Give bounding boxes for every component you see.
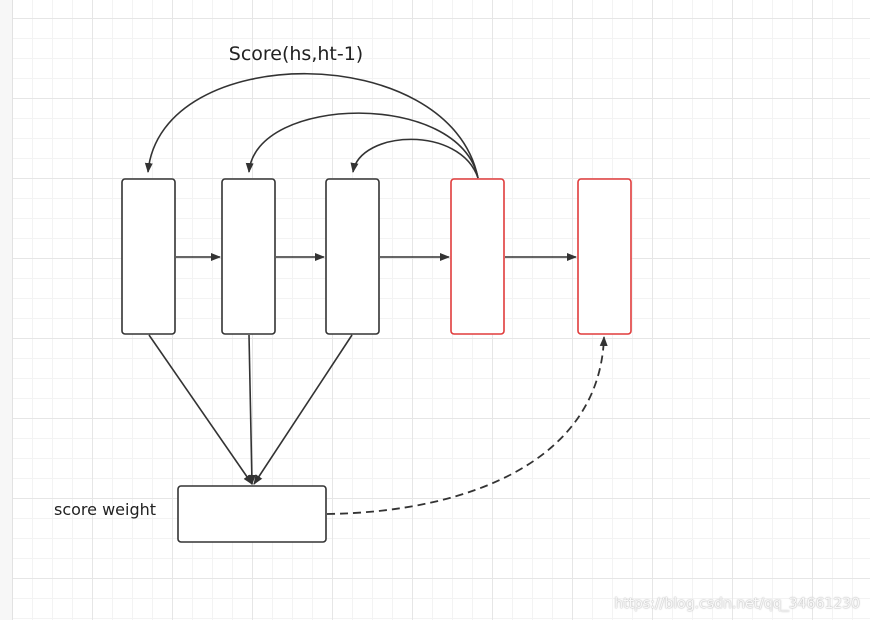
left-ruler-strip xyxy=(0,0,13,620)
encoder-box-1 xyxy=(121,178,176,335)
dashed-arrow-to-output xyxy=(326,336,608,515)
decoder-box-2 xyxy=(577,178,632,335)
attention-arrow-to-box-3 xyxy=(350,138,479,179)
watermark-text: https://blog.csdn.net/qq_34661230 xyxy=(614,596,860,612)
weight-arrow-from-box-3 xyxy=(253,334,353,485)
attention-arrow-to-box-1 xyxy=(144,72,479,179)
decoder-box-1 xyxy=(450,178,505,335)
score-weight-box xyxy=(177,485,327,543)
weight-arrow-from-box-2 xyxy=(247,334,256,485)
score-formula-label: Score(hs,ht-1) xyxy=(229,43,363,65)
attention-arrow-to-box-2 xyxy=(245,112,479,179)
encoder-box-3 xyxy=(325,178,380,335)
weight-arrow-from-box-1 xyxy=(148,334,253,485)
score-weight-label: score weight xyxy=(54,500,156,519)
encoder-box-2 xyxy=(221,178,276,335)
